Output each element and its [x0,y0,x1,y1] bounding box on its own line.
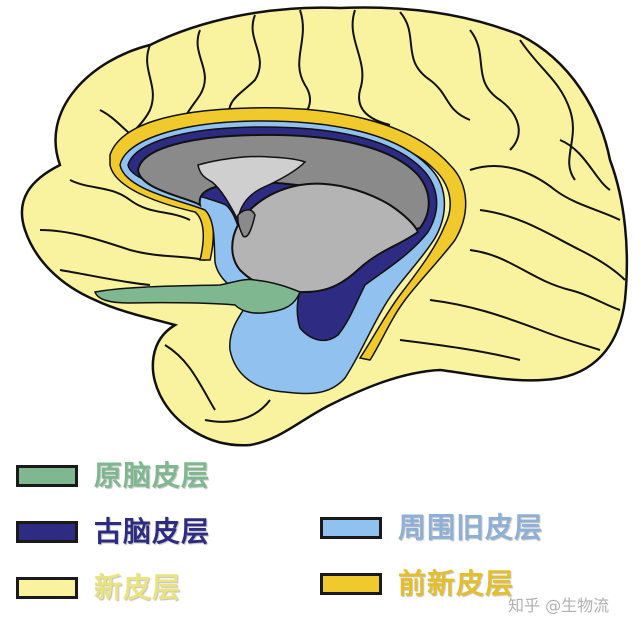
brain-diagram [20,6,629,447]
fornix-region [237,209,256,238]
legend-label: 原脑皮层 [94,459,211,492]
legend-item-periallocortex: 周围旧皮层 [320,512,543,544]
legend-item-proisocortex: 前新皮层 [320,568,514,600]
watermark: 知乎 @生物流 [508,596,610,615]
legend-item-archicortex: 古脑皮层 [16,516,210,548]
legend-swatch [16,577,78,599]
septum-region [197,155,307,223]
legend-label: 古脑皮层 [94,515,211,548]
legend-swatch [16,465,78,487]
legend-item-neocortex: 新皮层 [16,572,181,604]
legend-label: 周围旧皮层 [398,511,544,544]
legend-swatch [320,573,382,595]
legend-swatch [16,521,78,543]
legend-label: 前新皮层 [398,567,515,600]
paleocortex-region [93,278,301,314]
legend-label: 新皮层 [94,571,182,604]
thalamus-region [231,182,420,294]
legend-swatch [320,517,382,539]
legend-item-paleocortex: 原脑皮层 [16,460,210,492]
